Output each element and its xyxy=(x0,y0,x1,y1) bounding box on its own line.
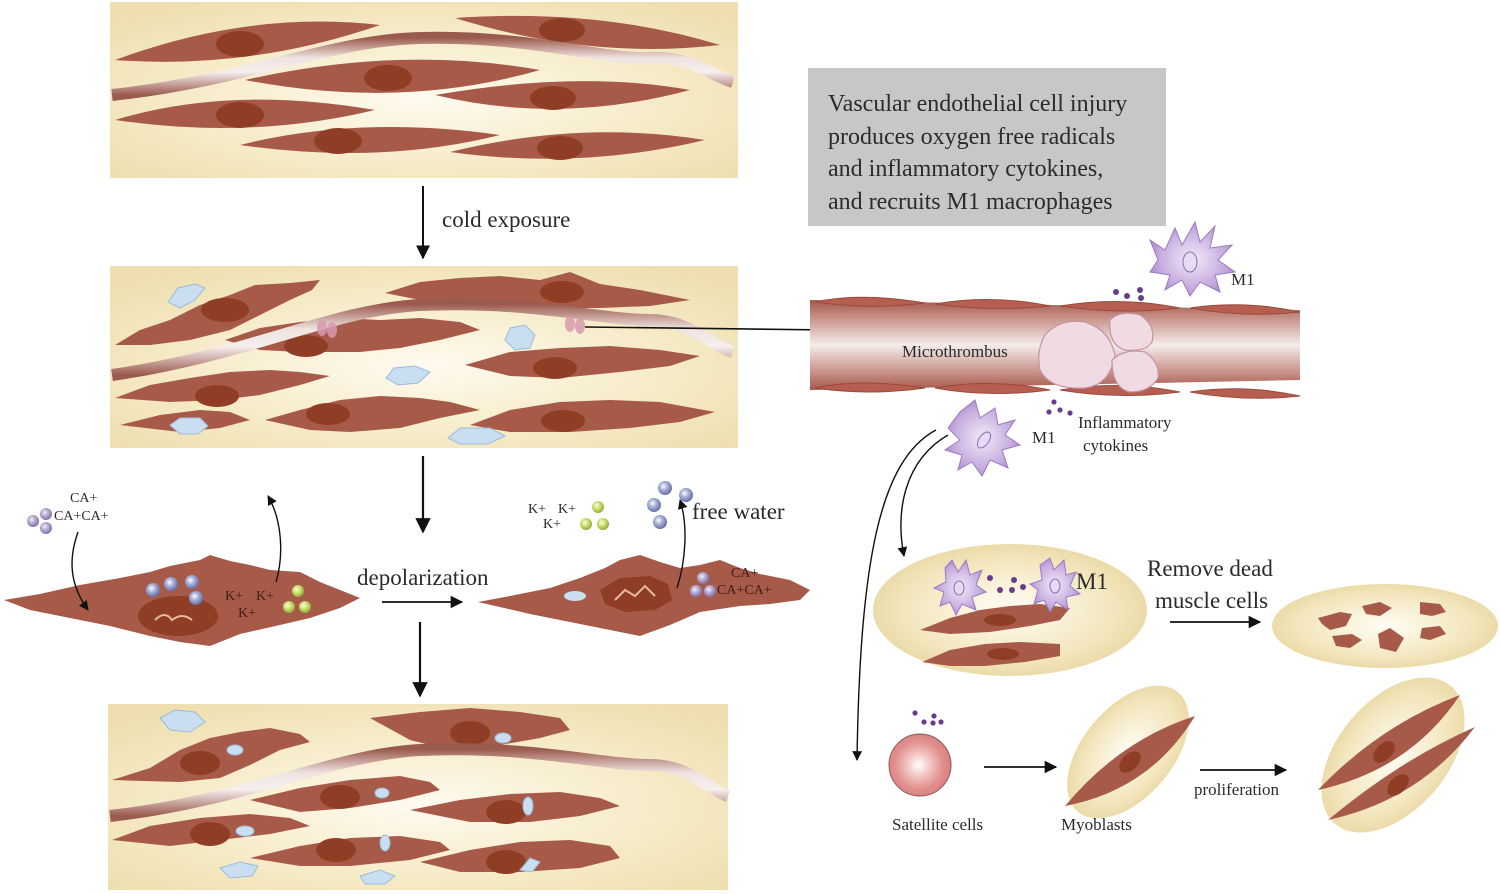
calcium-label: CA+ xyxy=(70,491,98,506)
blood-vessel xyxy=(810,296,1301,399)
calcium-particles-inside xyxy=(690,572,716,597)
capillary-to-vessel-arrow xyxy=(584,324,832,336)
potassium-efflux-arrow xyxy=(267,495,282,583)
calcium-label: CA+CA+ xyxy=(717,583,772,598)
free-water-label: free water xyxy=(692,499,785,524)
potassium-label: K+ xyxy=(256,589,275,604)
cytokines-label: Inflammatory xyxy=(1078,413,1172,432)
microthrombus xyxy=(1038,312,1159,393)
macrophage-m1-label: M1 xyxy=(1032,428,1056,447)
cold-exposure-label: cold exposure xyxy=(442,207,571,232)
water-efflux-arrow xyxy=(676,499,688,589)
endothelial-injury-note: Vascular endothelial cell injury produce… xyxy=(808,68,1166,226)
water-molecules xyxy=(146,575,203,605)
potassium-label: K+ xyxy=(225,589,244,604)
cytokines-label: cytokines xyxy=(1083,436,1149,455)
macrophage-top xyxy=(1148,220,1237,297)
satellite-cell xyxy=(888,733,952,797)
potassium-label: K+ xyxy=(558,502,577,517)
capillary xyxy=(111,31,735,101)
microthrombus-label: Microthrombus xyxy=(902,342,1008,361)
healthy-tissue-panel xyxy=(110,2,738,178)
satellite-cells-label: Satellite cells xyxy=(892,815,984,834)
potassium-label: K+ xyxy=(238,606,257,621)
to-clearance-arrow xyxy=(897,434,949,557)
macrophage-bottom xyxy=(943,399,1022,477)
myoblasts-label: Myoblasts xyxy=(1061,815,1132,834)
clearance-m1-label: M1 xyxy=(1076,569,1108,594)
clearance-cytokines xyxy=(987,575,1026,593)
cytokine-dots-top xyxy=(1113,287,1144,301)
healthy-nuclei xyxy=(216,18,585,160)
proliferation-label: proliferation xyxy=(1194,780,1279,799)
calcium-influx-arrow xyxy=(71,531,89,611)
proliferated-myoblasts xyxy=(1318,677,1475,833)
severe-nuclei xyxy=(180,721,526,874)
injured-nuclei xyxy=(195,281,585,432)
satellite-cytokines xyxy=(912,710,944,726)
macrophage-m1-label: M1 xyxy=(1231,270,1255,289)
remove-dead-cells-label: Remove dead xyxy=(1147,556,1273,581)
injured-tissue-panel xyxy=(110,266,738,448)
clearance-macrophage-right xyxy=(1028,557,1082,614)
to-regeneration-arrow xyxy=(852,429,937,761)
cell-debris xyxy=(1318,602,1446,652)
endothelial-cells xyxy=(814,296,1301,399)
myoblast xyxy=(1065,685,1195,819)
note-line: Vascular endothelial cell injury xyxy=(828,91,1128,117)
potassium-label: K+ xyxy=(528,502,547,517)
note-line: produces oxygen free radicals xyxy=(828,123,1116,150)
damaged-capillary xyxy=(111,298,736,381)
remove-dead-cells-label: muscle cells xyxy=(1155,588,1269,613)
calcium-label: CA+CA+ xyxy=(54,509,109,524)
severe-edema-fluid xyxy=(159,709,541,885)
cytokine-dots-bottom xyxy=(1046,399,1073,416)
clearance-oval xyxy=(873,544,1147,676)
potassium-particles-outside xyxy=(580,501,609,530)
depolarization-before-cell xyxy=(4,495,360,646)
severe-injury-panel xyxy=(108,704,731,890)
edema-fluid xyxy=(167,283,536,445)
potassium-label: K+ xyxy=(543,517,562,532)
depolarization-label: depolarization xyxy=(357,565,489,590)
potassium-particles xyxy=(283,585,311,613)
debris-oval xyxy=(1272,584,1498,668)
damaged-capillary xyxy=(109,743,731,822)
microthrombus-spots xyxy=(317,316,585,338)
calcium-particles-outside xyxy=(27,508,52,534)
note-line: and inflammatory cytokines, xyxy=(828,156,1104,182)
clearance-macrophage-left xyxy=(932,558,988,617)
depolarization-after-cell xyxy=(478,481,810,636)
note-line: and recruits M1 macrophages xyxy=(828,188,1113,215)
free-water-molecules xyxy=(647,481,693,529)
calcium-label: CA+ xyxy=(731,566,759,581)
